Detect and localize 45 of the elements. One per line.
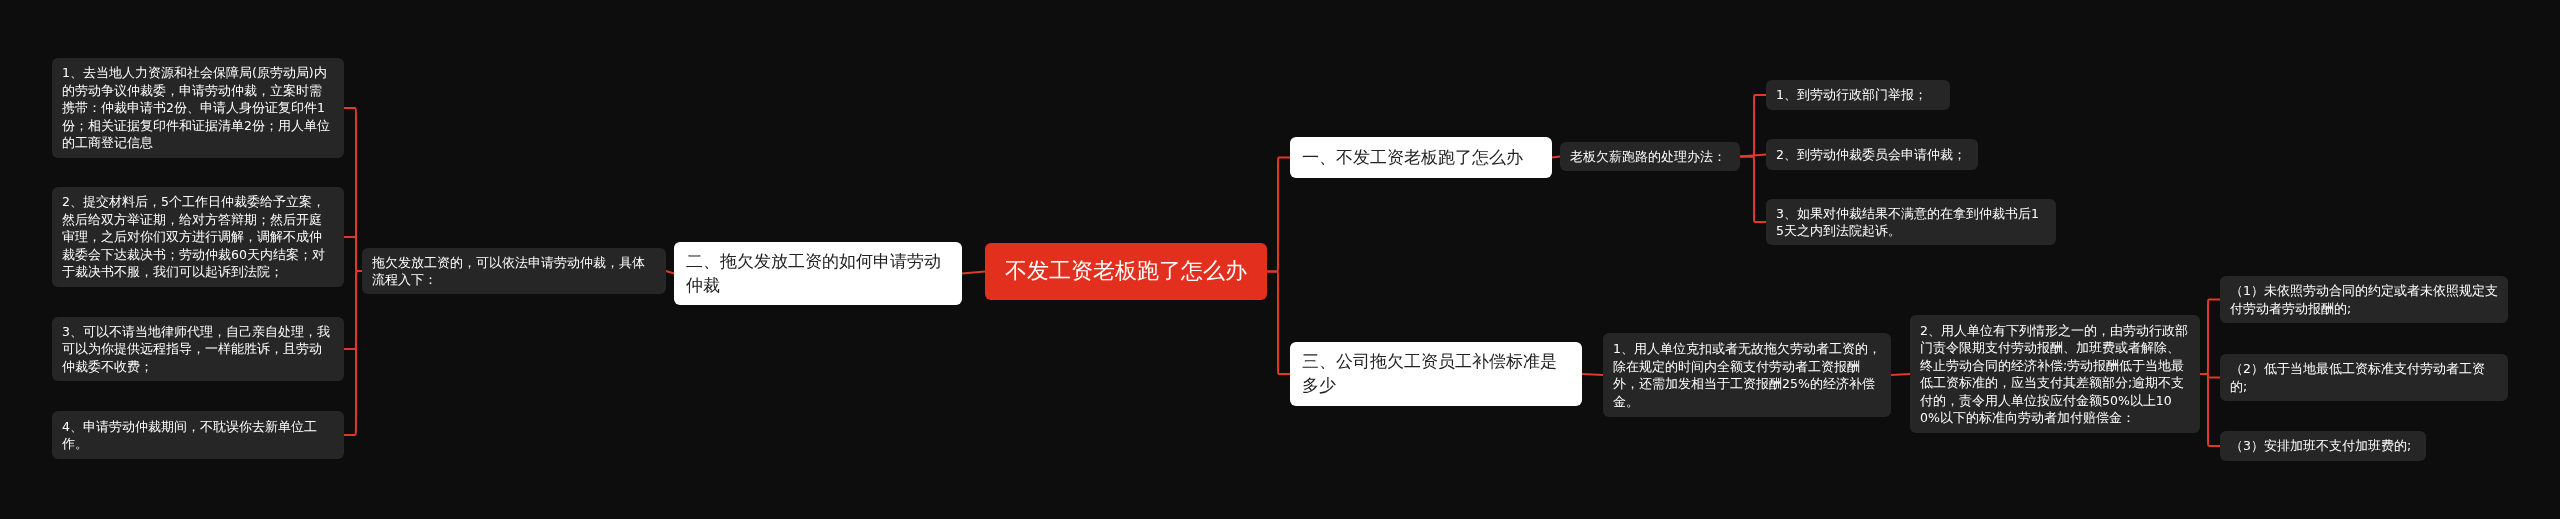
topic-text: 三、公司拖欠工资员工补偿标准是多少 <box>1302 350 1558 397</box>
subtopic-card <box>1560 142 1740 171</box>
topic-text: 2、到劳动仲裁委员会申请仲裁； <box>1776 145 1966 164</box>
topic-text: （1）未依照劳动合同的约定或者未依照规定支付劳动者劳动报酬的; <box>2230 282 2498 317</box>
topic-text: 老板欠薪跑路的处理办法： <box>1570 147 1726 166</box>
topic-text: 1、用人单位克扣或者无故拖欠劳动者工资的，除在规定的时间内全额支付劳动者工资报酬外，还需加发相当于工资报酬25%的经济补偿金。 <box>1613 340 1881 410</box>
branch-topic <box>1290 342 1582 406</box>
connector-line <box>1890 373 1911 376</box>
topic-text: 2、用人单位有下列情形之一的，由劳动行政部门责令限期支付劳动报酬、加班费或者解除、终止劳动合同的经济补偿;劳动报酬低于当地最低工资标准的，应当支付其差额部分;逾期不支付的，责令用人单位按应付金额50%以上100%以下的标准向劳动者加付赔偿金： <box>1920 321 2189 427</box>
subtopic-card <box>2220 354 2508 401</box>
connector-line <box>665 270 675 275</box>
subtopic-card <box>2220 276 2508 323</box>
subtopic-card <box>52 317 344 381</box>
connector-line <box>1739 153 1767 158</box>
subtopic-card <box>52 58 344 158</box>
subtopic-card <box>1766 80 1950 110</box>
topic-text: 不发工资老板跑了怎么办 <box>1005 257 1247 286</box>
subtopic-card <box>1910 315 2200 433</box>
subtopic-card <box>2220 431 2426 461</box>
topic-text: 1、到劳动行政部门举报； <box>1776 86 1927 104</box>
topic-text: 二、拖欠发放工资的如何申请劳动仲裁 <box>686 249 942 297</box>
connector-line <box>1551 155 1561 159</box>
topic-text: 拖欠发放工资的，可以依法申请劳动仲裁，具体流程入下： <box>372 253 646 289</box>
connector-line <box>1739 155 1767 223</box>
subtopic-card <box>1766 199 2056 245</box>
topic-text: （2）低于当地最低工资标准支付劳动者工资的; <box>2230 360 2486 395</box>
connector-line <box>2199 373 2221 447</box>
topic-text: 2、提交材料后，5个工作日仲裁委给予立案，然后给双方举证期，给对方答辩期；然后开庭审理，之后对你们双方进行调解，调解不成仲裁委会下达裁决书；劳动仲裁60天内结案；对于裁决书不服，我们可以起诉到法院； <box>62 193 326 281</box>
topic-text: （3）安排加班不支付加班费的; <box>2230 437 2412 455</box>
branch-topic <box>674 242 962 305</box>
subtopic-card <box>1766 139 1978 170</box>
connector-line <box>1581 373 1604 376</box>
subtopic-card <box>52 187 344 287</box>
connector-line <box>961 270 986 275</box>
topic-text: 3、可以不请当地律师代理，自己亲自处理，我可以为你提供远程指导，一样能胜诉，且劳动仲裁委不收费； <box>62 322 331 376</box>
topic-text: 3、如果对仲裁结果不满意的在拿到仲裁书后15天之内到法院起诉。 <box>1776 204 2040 240</box>
subtopic-card <box>52 411 344 459</box>
branch-topic <box>1290 137 1552 178</box>
topic-text: 1、去当地人力资源和社会保障局(原劳动局)内的劳动争议仲裁委，申请劳动仲裁，立案时需携带：仲裁申请书2份、申请人身份证复印件1份；相关证据复印件和证据清单2份；用人单位的工商登记信息 <box>62 64 331 152</box>
subtopic-card <box>362 248 666 294</box>
connector-line <box>1266 270 1291 375</box>
central-topic <box>985 243 1267 300</box>
topic-text: 4、申请劳动仲裁期间，不耽误你去新单位工作。 <box>62 417 318 453</box>
topic-text: 一、不发工资老板跑了怎么办 <box>1302 145 1523 169</box>
subtopic-card <box>1603 333 1891 417</box>
